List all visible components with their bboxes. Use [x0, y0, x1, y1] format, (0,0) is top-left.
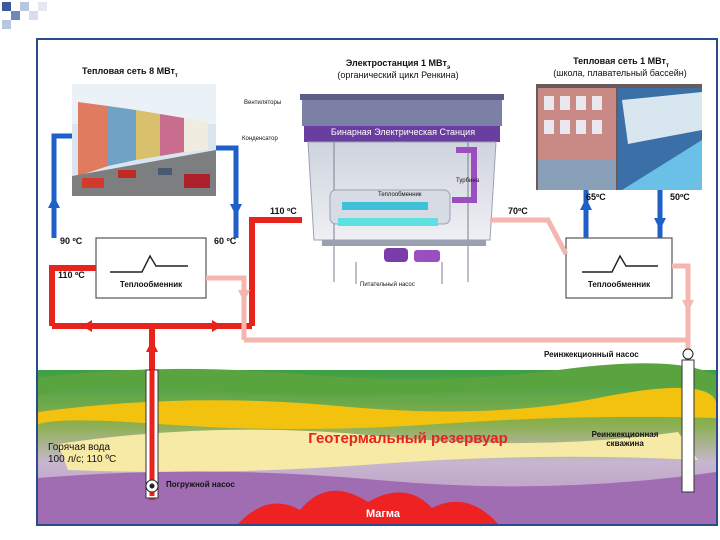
reinjection-well [681, 359, 695, 493]
slide-corner-decoration [2, 2, 47, 29]
magma-label: Магма [365, 508, 401, 520]
right-school-photo [536, 84, 702, 190]
submersible-pump-label: Погружной насос [166, 480, 235, 489]
left-panel-title: Тепловая сеть 8 МВтт [82, 66, 178, 79]
left-exchanger-zigzag [110, 254, 188, 273]
right-blue-arrow-down [654, 218, 666, 230]
right-panel-title: Тепловая сеть 1 МВтт [573, 56, 669, 69]
temp-plant-outlet: 70ºC [508, 206, 528, 216]
center-panel-subtitle: (органический цикл Ренкина) [337, 70, 459, 80]
magma-shape [238, 490, 498, 524]
right-panel-subtitle: (школа, плавательный бассейн) [553, 68, 687, 78]
left-blue-arrow-up [48, 196, 60, 208]
hot-arrow-up [146, 340, 158, 352]
return-arrow-down [238, 290, 250, 302]
reinjection-pump-label: Реинжекционный насос [544, 350, 639, 359]
return-arrow-right-down [682, 300, 694, 312]
center-panel-title: Электростанция 1 МВтэ [345, 58, 451, 71]
condenser-label: Конденсатор [242, 136, 278, 142]
reservoir-label: Геотермальный резервуар [308, 430, 508, 447]
turbine-label: Турбина [456, 178, 480, 184]
temp-left-out: 90 ºC [60, 236, 83, 246]
feed-pump-label: Питательный насос [360, 282, 415, 288]
geothermal-diagram: Тепловая сеть 8 МВтт Электростанция 1 МВ… [36, 38, 718, 526]
hot-arrow-left [82, 320, 92, 332]
left-town-photo [72, 84, 216, 196]
hot-arrow-right [212, 320, 222, 332]
temp-left-in: 60 ºC [214, 236, 237, 246]
temp-plant-inlet: 110 ºC [270, 206, 297, 216]
power-plant-illustration [300, 94, 504, 284]
temp-right-out: 50ºC [670, 192, 690, 202]
plant-heat-exchanger-label: Теплообменник [378, 192, 422, 198]
temp-hot-inlet: 110 ºC [58, 270, 85, 280]
left-heat-exchanger-box [95, 237, 207, 299]
right-heat-exchanger-label: Теплообменник [587, 280, 651, 289]
right-exchanger-zigzag [582, 254, 658, 273]
reinjection-pump-icon [682, 348, 694, 360]
left-heat-exchanger-label: Теплообменник [119, 280, 183, 289]
station-banner: Бинарная Электрическая Станция [330, 127, 476, 137]
temp-right-in: 65ºC [586, 192, 606, 202]
right-blue-arrow-up [580, 198, 592, 210]
left-blue-arrow-down [230, 204, 242, 216]
fans-label: Вентиляторы [244, 100, 282, 106]
